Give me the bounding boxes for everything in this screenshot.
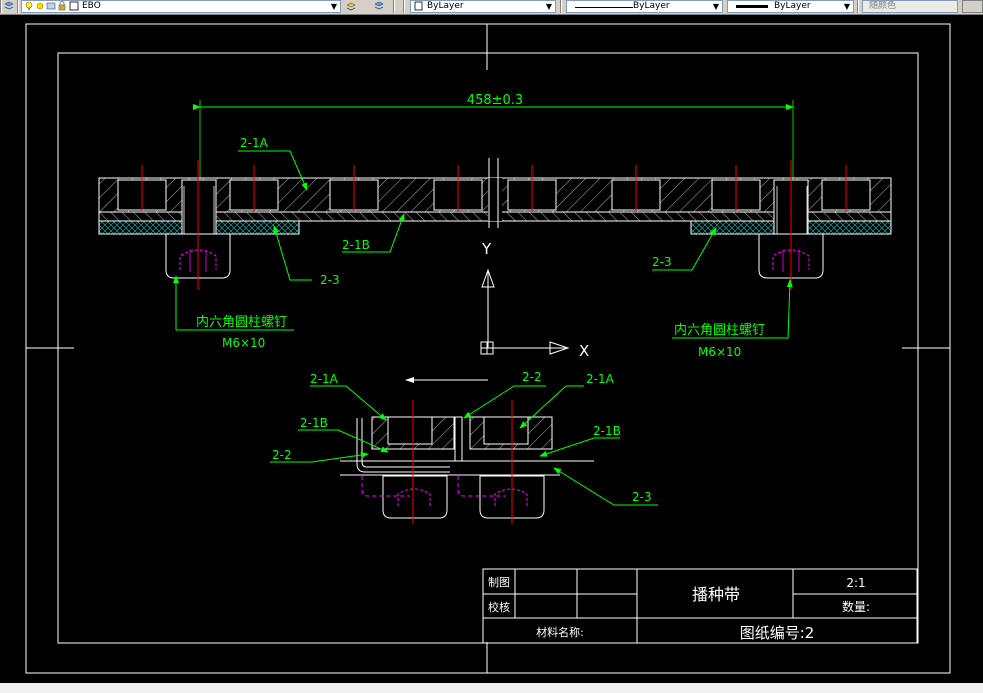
color-swatch-icon [414,1,424,11]
layer-dropdown[interactable]: EBO ▼ [21,0,341,13]
lightbulb-icon[interactable] [24,1,34,11]
label-2-1B-bottom-right: 2-1B [593,424,621,438]
drawn-by-label: 制图 [488,576,510,589]
status-bar [0,683,983,693]
lineweight-sample [736,5,768,8]
label-2-3-bottom: 2-3 [632,490,652,504]
lock-icon[interactable] [57,1,67,11]
lineweight-dropdown[interactable]: ByLayer ▼ [727,0,854,13]
screw-callout-left-name: 内六角圆柱螺钉 [196,314,287,330]
seed-tape-strip [98,158,892,235]
chevron-down-icon[interactable]: ▼ [543,1,555,12]
drawing-number: 图纸编号:2 [740,624,815,642]
label-2-3-left: 2-3 [320,273,340,287]
ucs-y-label: Y [481,240,492,258]
chevron-down-icon[interactable]: ▼ [710,1,722,12]
centering-marks [26,24,950,673]
label-2-1A-bottom-left: 2-1A [310,372,339,386]
checked-by-label: 校核 [488,600,510,614]
part-title: 播种带 [692,585,740,604]
seed-pockets [117,165,871,212]
toolbar-separator [857,0,859,13]
plotstyle-dropdown[interactable]: 随颜色 [862,0,958,13]
overall-dimension [193,100,794,190]
lineweight-value: ByLayer [774,1,811,11]
scale-value: 2:1 [846,576,865,590]
title-block-grid [482,568,918,644]
color-value: ByLayer [427,1,464,11]
screw-left [165,160,231,290]
screw-right [758,160,824,290]
toolbar-separator [17,0,19,13]
bottom-leaders [270,385,658,506]
label-2-1B-bottom-left: 2-1B [300,416,328,430]
label-2-2-bottom-left: 2-2 [272,448,292,462]
plotstyle-value: 随颜色 [869,1,897,11]
section-view [340,400,594,524]
toolbar-separator [560,0,562,13]
make-layer-current-icon[interactable] [346,1,356,11]
toolbar-overflow[interactable] [962,0,983,13]
linetype-sample [575,7,633,8]
layer-color-swatch-icon[interactable] [69,1,79,11]
label-2-1A-top: 2-1A [240,136,269,150]
linetype-dropdown[interactable]: ByLayer ▼ [566,0,723,13]
layer-previous-icon[interactable] [374,1,384,11]
viewport-freeze-icon[interactable] [46,1,56,11]
toolbar-separator [393,0,395,13]
material-label: 材料名称: [536,625,584,639]
toolbar-separator [0,0,2,13]
layer-manager-icon[interactable] [4,1,14,11]
label-2-1A-bottom-right: 2-1A [586,372,615,386]
linetype-value: ByLayer [633,1,670,11]
label-2-2-bottom-top: 2-2 [522,370,542,384]
label-2-1B-top: 2-1B [342,238,370,252]
chevron-down-icon[interactable]: ▼ [328,1,340,12]
screw-callout-right-name: 内六角圆柱螺钉 [674,322,765,338]
sun-freeze-icon[interactable] [35,1,45,11]
ucs-icon [480,268,570,355]
screw-callout-left-spec: M6×10 [222,336,265,350]
label-2-3-right: 2-3 [652,255,672,269]
color-dropdown[interactable]: ByLayer ▼ [410,0,556,13]
properties-toolbar: EBO ▼ ByLayer ▼ ByLayer ▼ ByLayer ▼ 随颜色 [0,0,983,15]
drawing-canvas[interactable]: 458±0.3 [0,14,983,683]
chevron-down-icon[interactable]: ▼ [841,1,853,12]
overall-dimension-text: 458±0.3 [467,93,523,108]
top-leaders [173,150,793,339]
ucs-x-label: X [579,342,589,360]
quantity-label: 数量: [842,599,870,614]
layer-name: EBO [82,1,101,11]
screw-callout-right-spec: M6×10 [698,345,741,359]
toolbar-separator [403,0,405,13]
